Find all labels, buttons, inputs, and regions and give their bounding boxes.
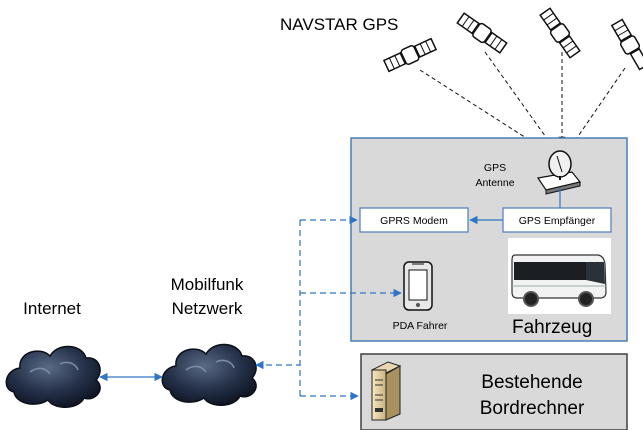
vehicle-label: Fahrzeug <box>512 317 592 338</box>
gprs-modem-box <box>359 207 469 233</box>
bus-image <box>508 238 611 314</box>
satellite-icon-1 <box>382 37 438 73</box>
mobile-to-vehicle-links <box>255 215 402 401</box>
satellite-icon-4 <box>610 18 643 71</box>
mobile-network-label-line1: Mobilfunk <box>171 275 244 294</box>
onboard-computer-label-line2: Bordrechner <box>480 398 585 419</box>
satellite-icon-3 <box>539 7 581 59</box>
gps-receiver-box <box>502 207 612 233</box>
mobile-network-label-line2: Netzwerk <box>172 299 243 318</box>
pda-icon <box>403 261 433 311</box>
onboard-computer-box <box>360 353 628 430</box>
gps-antenna-label-line2: Antenne <box>475 177 514 189</box>
gps-antenna-icon <box>536 150 582 195</box>
satellites-title: NAVSTAR GPS <box>280 15 398 34</box>
internet-label: Internet <box>23 299 81 318</box>
onboard-computer-label-line1: Bestehende <box>481 372 582 393</box>
pda-label: PDA Fahrer <box>393 320 448 332</box>
internet-cloud-icon <box>5 345 101 408</box>
mobile-network-cloud-icon <box>161 343 257 406</box>
satellite-icon-2 <box>456 12 508 54</box>
server-icon <box>370 361 402 421</box>
gps-receiver-label: GPS Empfänger <box>519 215 596 227</box>
satellite-signal-arrows <box>419 51 626 153</box>
gprs-modem-label: GPRS Modem <box>380 215 448 227</box>
gps-antenna-label-line1: GPS <box>484 162 506 174</box>
